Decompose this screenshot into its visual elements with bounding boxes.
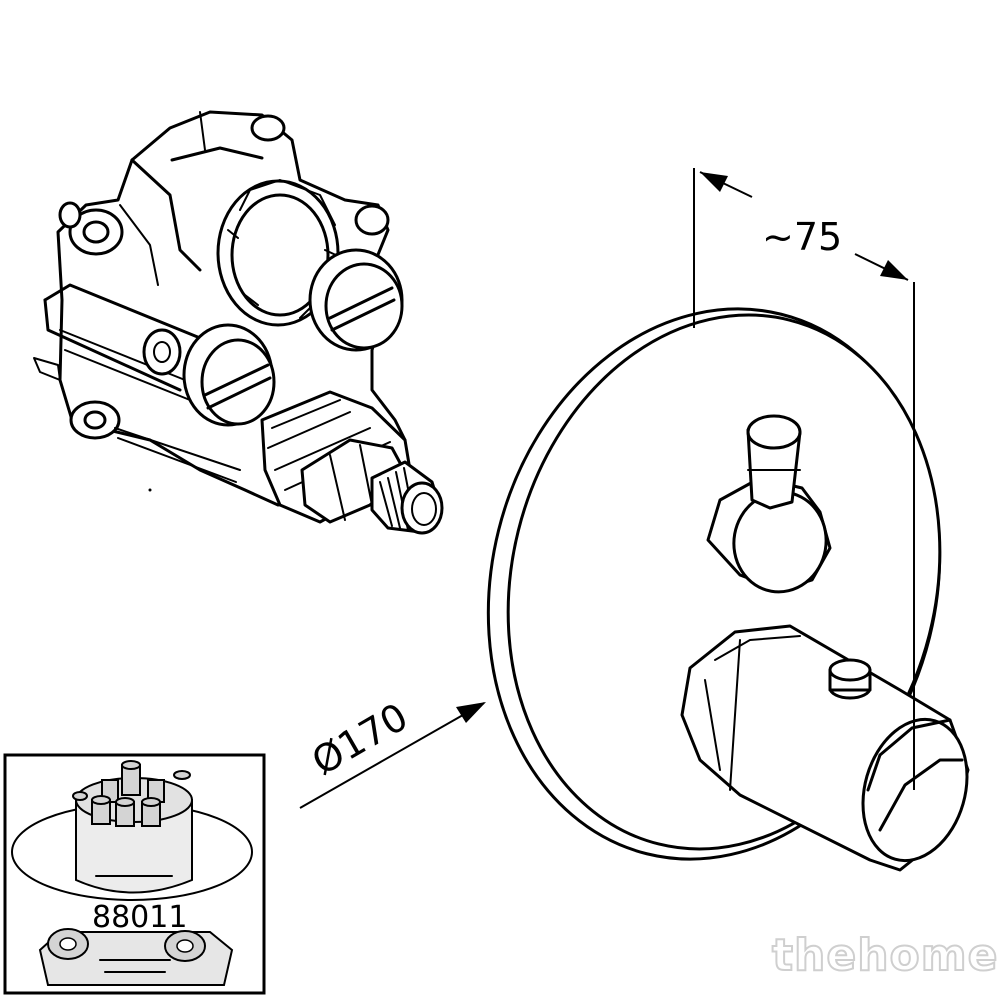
diverter-knob: [706, 414, 832, 594]
faceplate: [486, 307, 970, 872]
inset-part-number: 88011: [92, 900, 187, 935]
watermark-text: thehome: [772, 930, 998, 981]
diameter-label: Ø170: [305, 694, 416, 783]
depth-dimension: ~75: [693, 168, 915, 790]
inset-box: 88011: [3, 753, 266, 995]
diameter-dimension: Ø170: [299, 694, 486, 809]
valve-body: [33, 110, 444, 535]
depth-label: ~75: [762, 215, 842, 259]
inset-bolts: [72, 760, 191, 827]
